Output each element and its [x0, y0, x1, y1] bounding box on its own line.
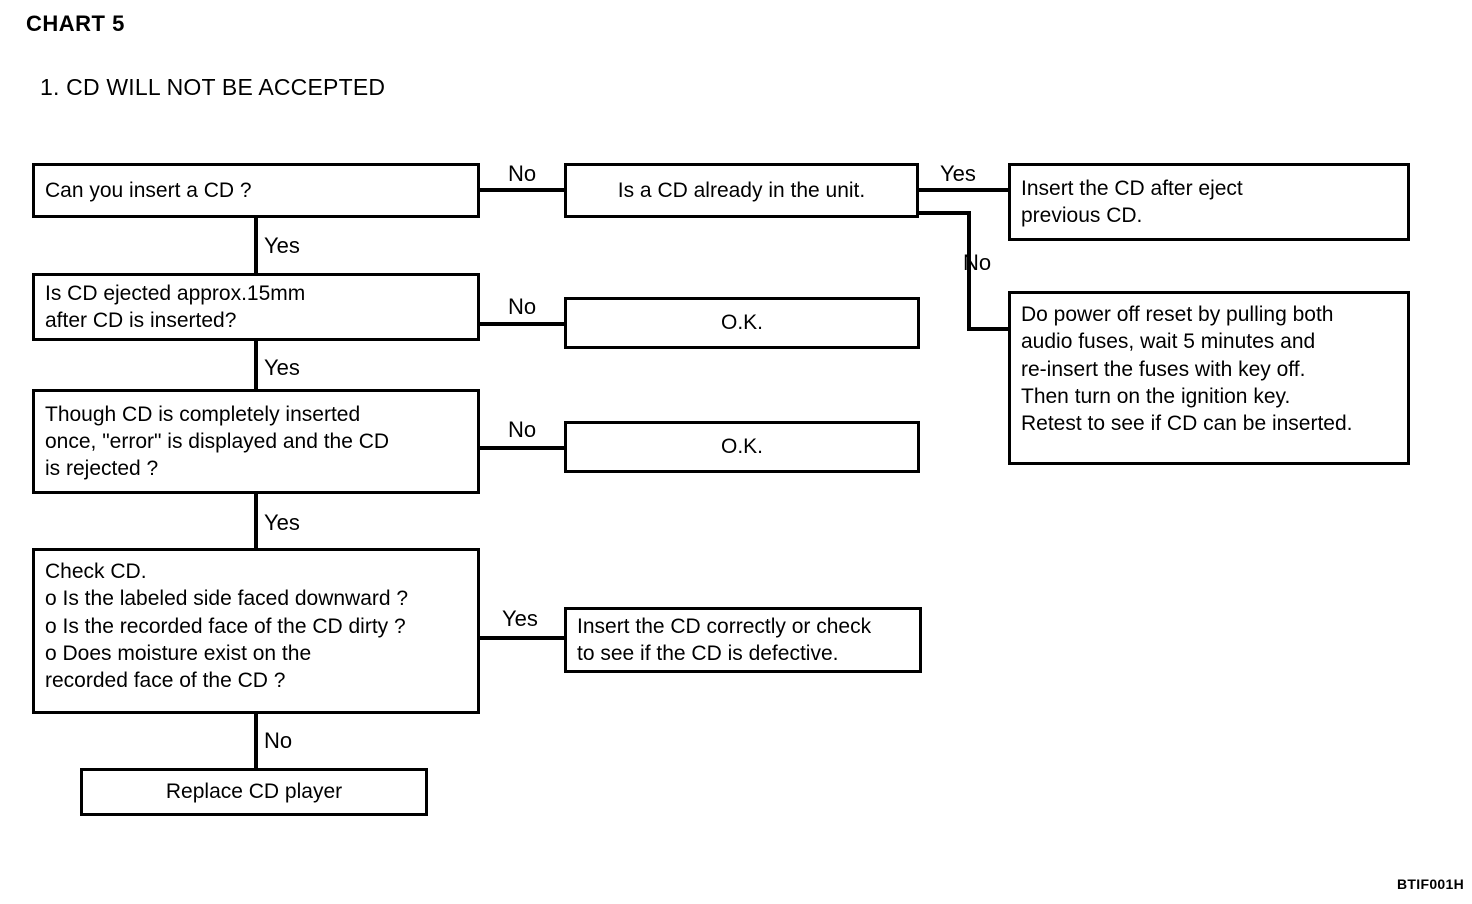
node-text: Check CD. o Is the labeled side faced do… [45, 560, 409, 693]
edge-label-q5-no: No [264, 728, 293, 753]
section-title: 1. CD WILL NOT BE ACCEPTED [40, 74, 386, 100]
node-ok-1: O.K. [564, 297, 920, 349]
connector-q2-to-a1 [919, 188, 1011, 192]
connector-q1-to-q2 [480, 188, 564, 192]
connector-q2-no-vertical [967, 211, 971, 331]
connector-q1-to-q3 [254, 218, 258, 273]
node-is-cd-already-in-unit: Is a CD already in the unit. [564, 163, 919, 218]
connector-q2-no-stub [919, 211, 971, 215]
edge-label-q2-no: No [963, 250, 992, 275]
connector-q4-to-ok2 [480, 446, 564, 450]
node-text: Though CD is completely inserted once, "… [45, 402, 390, 481]
node-replace-cd-player: Replace CD player [80, 768, 428, 816]
edge-label-q1-yes: Yes [264, 233, 300, 258]
node-text: Is CD ejected approx.15mm after CD is in… [45, 281, 306, 332]
edge-label-q5-yes: Yes [502, 606, 538, 631]
node-text: O.K. [720, 311, 763, 335]
connector-q3-to-q4 [254, 341, 258, 389]
node-text: O.K. [720, 435, 763, 459]
connector-q5-to-end [254, 714, 258, 768]
node-can-you-insert-cd: Can you insert a CD ? [32, 163, 480, 218]
chart-title: CHART 5 [26, 11, 125, 36]
edge-label-q2-yes: Yes [940, 161, 976, 186]
node-is-cd-ejected: Is CD ejected approx.15mm after CD is in… [32, 273, 480, 341]
footer-code: BTIF001H [1397, 876, 1464, 892]
node-text: Can you insert a CD ? [45, 178, 252, 202]
node-ok-2: O.K. [564, 421, 920, 473]
node-power-off-reset: Do power off reset by pulling both audio… [1008, 291, 1410, 465]
connector-q3-to-ok1 [480, 322, 564, 326]
node-text: Insert the CD after eject previous CD. [1021, 176, 1243, 227]
connector-q2-no-to-a2 [967, 327, 1011, 331]
connector-q5-to-a3 [480, 636, 564, 640]
edge-label-q3-yes: Yes [264, 355, 300, 380]
connector-q4-to-q5 [254, 494, 258, 548]
node-insert-cd-correctly: Insert the CD correctly or check to see … [564, 607, 922, 673]
node-text: Is a CD already in the unit. [617, 178, 866, 202]
node-text: Insert the CD correctly or check to see … [577, 614, 872, 665]
node-error-displayed: Though CD is completely inserted once, "… [32, 389, 480, 494]
edge-label-q3-no: No [508, 294, 537, 319]
edge-label-q4-no: No [508, 417, 537, 442]
node-text: Replace CD player [165, 780, 343, 804]
node-text: Do power off reset by pulling both audio… [1021, 303, 1353, 436]
edge-label-q1-no: No [508, 161, 537, 186]
edge-label-q4-yes: Yes [264, 510, 300, 535]
node-insert-cd-after-eject: Insert the CD after eject previous CD. [1008, 163, 1410, 241]
node-check-cd: Check CD. o Is the labeled side faced do… [32, 548, 480, 714]
